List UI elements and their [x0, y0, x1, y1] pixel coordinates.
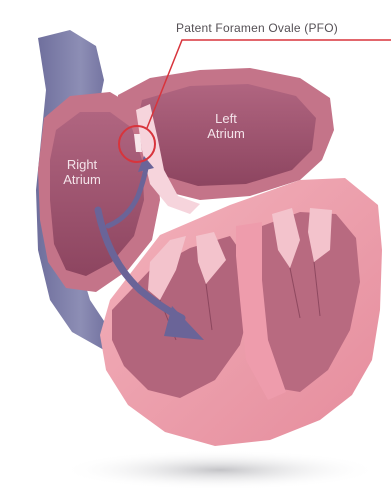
- right-atrium-label: Right Atrium: [52, 158, 112, 188]
- pfo-label: Patent Foramen Ovale (PFO): [176, 22, 338, 36]
- left-atrium-label-line1: Left: [196, 112, 256, 127]
- ground-shadow: [60, 450, 380, 490]
- left-atrium-label: Left Atrium: [196, 112, 256, 142]
- right-atrium-label-line2: Atrium: [52, 173, 112, 188]
- left-atrium-label-line2: Atrium: [196, 127, 256, 142]
- right-atrium-label-line1: Right: [52, 158, 112, 173]
